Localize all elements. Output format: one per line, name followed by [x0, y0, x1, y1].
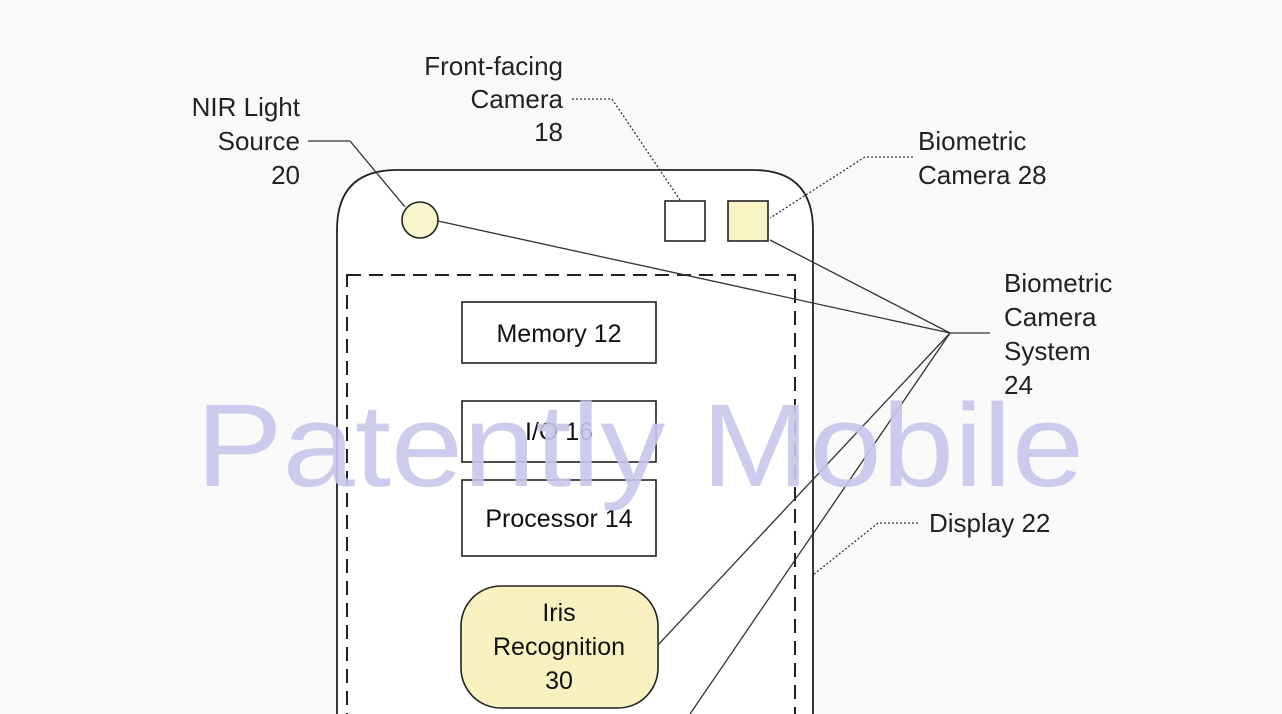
io-label: I/O 16	[525, 418, 593, 446]
processor-label: Processor 14	[485, 505, 632, 533]
iris-label-line3: 30	[545, 667, 573, 695]
display-label: Display 22	[929, 508, 1050, 538]
front-facing-camera	[664, 200, 706, 242]
iris-recognition-box	[460, 585, 659, 709]
nir-label-line3: 20	[271, 160, 300, 190]
system-label-line2: Camera	[1004, 302, 1097, 332]
memory-box	[461, 301, 657, 364]
nir-light-source	[401, 201, 439, 239]
iris-label-line1: Iris	[542, 599, 575, 627]
display-boundary	[346, 274, 796, 714]
front-camera-label-line1: Front-facing	[424, 51, 563, 81]
system-label-line4: 24	[1004, 370, 1033, 400]
nir-label-line1: NIR Light	[192, 92, 301, 122]
front-camera-leader	[572, 98, 681, 201]
nir-label-line2: Source	[218, 126, 300, 156]
display-leader	[812, 522, 918, 576]
biometric-camera	[727, 200, 769, 242]
front-camera-label-line2: Camera	[471, 84, 564, 114]
biometric-camera-leader	[769, 156, 913, 219]
front-camera-label-line3: 18	[534, 117, 563, 147]
iris-label-line2: Recognition	[493, 633, 625, 661]
system-leaders	[437, 220, 990, 714]
processor-box	[461, 479, 657, 557]
io-box	[461, 400, 657, 463]
biometric-camera-label-line2: Camera 28	[918, 160, 1047, 190]
memory-label: Memory 12	[496, 320, 621, 348]
system-label-line3: System	[1004, 336, 1091, 366]
system-label-line1: Biometric	[1004, 268, 1112, 298]
biometric-camera-label-line1: Biometric	[918, 126, 1026, 156]
watermark: Patently Mobile	[196, 380, 1084, 512]
nir-leader	[308, 140, 406, 208]
